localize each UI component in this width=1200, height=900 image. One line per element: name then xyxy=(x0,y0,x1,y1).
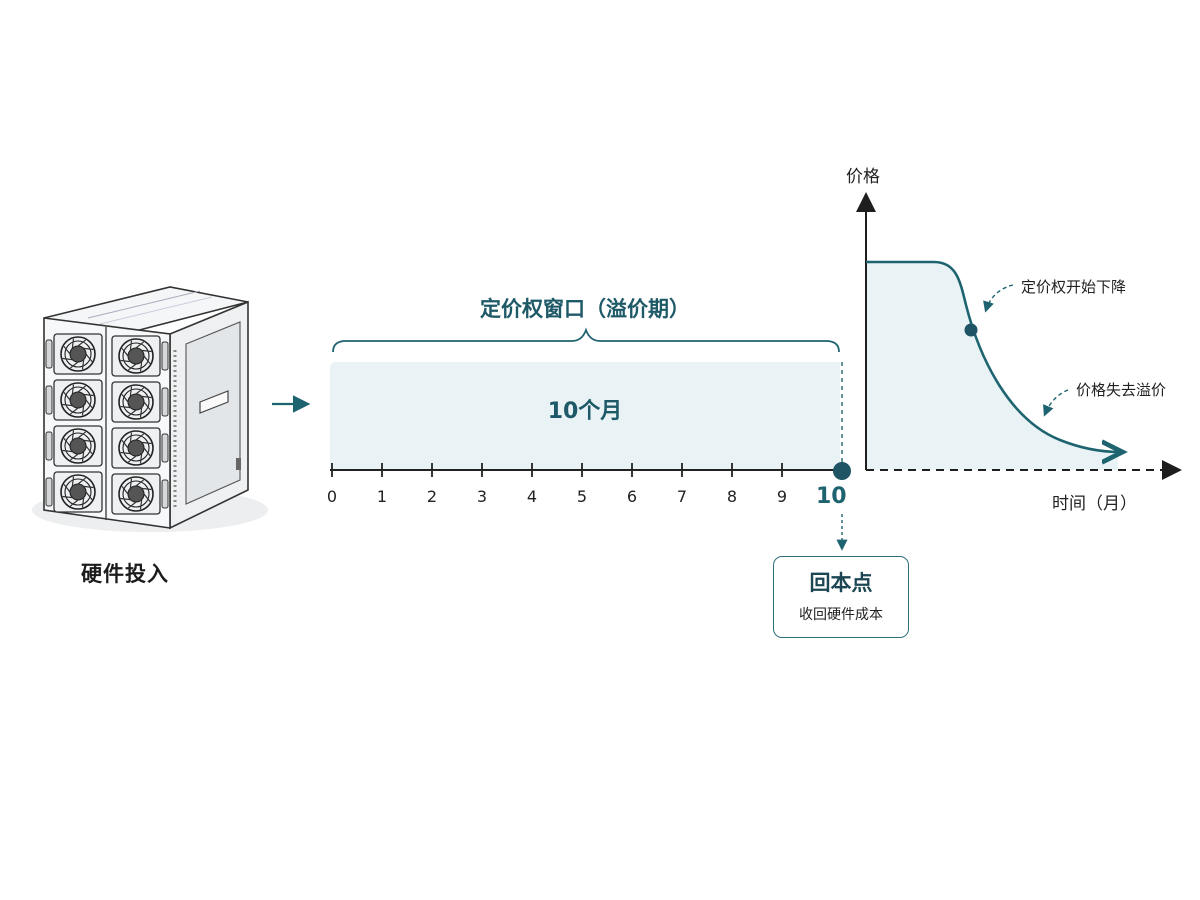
timeline-tick-label: 4 xyxy=(526,487,538,506)
timeline-tick-label: 8 xyxy=(726,487,738,506)
server-fan-icon xyxy=(111,427,169,469)
server-fan-icon xyxy=(111,335,169,377)
server-fan-icon xyxy=(45,333,103,375)
decline-pointer xyxy=(983,284,1014,313)
timeline-ticks xyxy=(331,463,783,477)
timeline-tick-label: 10 xyxy=(816,484,847,509)
loss-pointer xyxy=(1043,389,1069,417)
price-curve xyxy=(866,260,1120,452)
timeline-tick-label: 5 xyxy=(576,487,588,506)
server-fan-grid xyxy=(45,333,169,515)
payback-box: 回本点 收回硬件成本 xyxy=(773,556,909,638)
timeline-tick-label: 7 xyxy=(676,487,688,506)
server-fan-icon xyxy=(111,473,169,515)
payback-marker xyxy=(833,462,851,480)
timeline-tick-label: 1 xyxy=(376,487,388,506)
window-brace xyxy=(332,327,840,353)
server-fan-icon xyxy=(111,381,169,423)
timeline-tick-label: 3 xyxy=(476,487,488,506)
decline-point xyxy=(964,323,978,337)
price-x-label: 时间（月） xyxy=(1052,494,1137,514)
price-y-label: 价格 xyxy=(846,167,880,187)
price-area xyxy=(866,262,1118,470)
payback-title: 回本点 xyxy=(809,571,873,595)
annotation-loss: 价格失去溢价 xyxy=(1076,381,1167,399)
server-fan-icon xyxy=(45,379,103,421)
window-duration: 10个月 xyxy=(547,399,623,424)
hardware-label: 硬件投入 xyxy=(81,562,169,586)
server-fan-icon xyxy=(45,471,103,513)
window-title: 定价权窗口（溢价期） xyxy=(480,297,690,321)
timeline-tick-label: 2 xyxy=(426,487,438,506)
timeline-tick-label: 6 xyxy=(626,487,638,506)
timeline-tick-label: 0 xyxy=(326,487,338,506)
annotation-decline: 定价权开始下降 xyxy=(1021,278,1127,296)
server-fan-icon xyxy=(45,425,103,467)
payback-subtitle: 收回硬件成本 xyxy=(799,607,883,623)
window-fill xyxy=(330,362,840,470)
timeline-tick-label: 9 xyxy=(776,487,788,506)
